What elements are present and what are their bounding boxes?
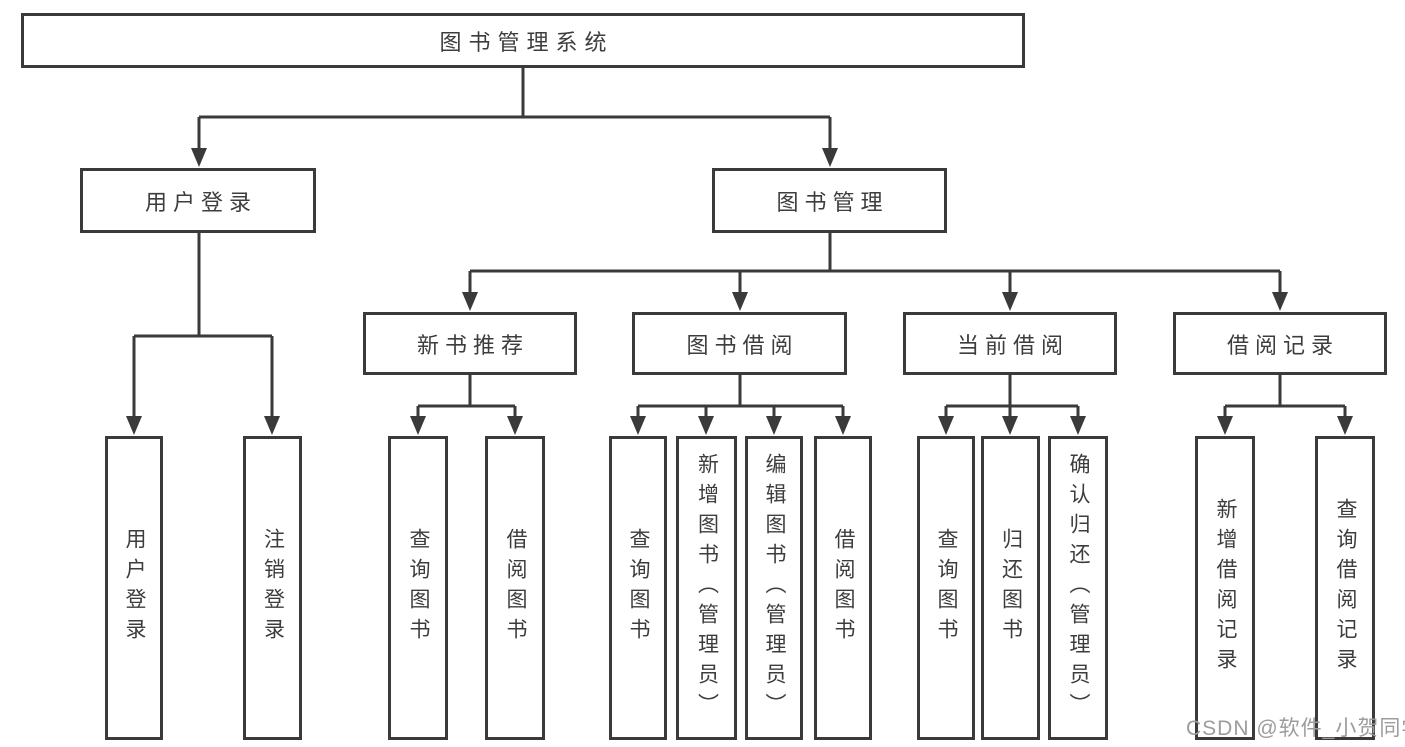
- leaf-query-books-recommend: 查询图书: [388, 436, 448, 740]
- node-book-management: 图书管理: [712, 168, 947, 233]
- connector-book-borrow-branch: [636, 375, 845, 418]
- leaf-confirm-return-admin: 确认归还（管理员）: [1048, 436, 1108, 740]
- leaf-label: 借阅图书: [504, 528, 527, 648]
- leaf-label: 新增图书（管理员）: [695, 453, 719, 723]
- leaf-edit-book-admin: 编辑图书（管理员）: [745, 436, 803, 740]
- node-label: 借阅记录: [1226, 332, 1339, 358]
- node-label: 图书借阅: [686, 332, 799, 358]
- leaf-label: 归还图书: [999, 528, 1023, 648]
- leaf-add-book-admin: 新增图书（管理员）: [676, 436, 737, 740]
- connector-borrow-record-branch: [1223, 375, 1347, 418]
- connector-root-to-level2: [197, 68, 832, 150]
- leaf-label: 借阅图书: [832, 528, 855, 648]
- leaf-return-books: 归还图书: [981, 436, 1040, 740]
- connector-current-borrow-branch: [944, 375, 1080, 418]
- node-borrowing-records: 借阅记录: [1173, 312, 1387, 375]
- leaf-label: 注销登录: [261, 528, 285, 648]
- connector-book-management-branch: [468, 233, 1282, 294]
- node-label: 图书管理系统: [439, 29, 614, 55]
- node-current-borrowing: 当前借阅: [903, 312, 1117, 375]
- leaf-logout: 注销登录: [243, 436, 302, 740]
- csdn-watermark: CSDN @软件_小贺同学: [1186, 717, 1405, 740]
- connector-new-book-branch: [416, 375, 517, 418]
- leaf-add-borrow-record: 新增借阅记录: [1195, 436, 1255, 740]
- node-label: 用户登录: [144, 189, 257, 215]
- leaf-label: 查询借阅记录: [1334, 498, 1357, 678]
- leaf-borrow-books-borrowing: 借阅图书: [814, 436, 872, 740]
- node-label: 当前借阅: [956, 332, 1069, 358]
- node-library-management-system: 图书管理系统: [21, 13, 1025, 68]
- leaf-label: 新增借阅记录: [1214, 498, 1237, 678]
- leaf-borrow-books-recommend: 借阅图书: [485, 436, 545, 740]
- leaf-label: 查询图书: [407, 528, 430, 648]
- leaf-label: 查询图书: [627, 528, 650, 648]
- leaf-label: 确认归还（管理员）: [1067, 453, 1090, 723]
- leaf-user-login: 用户登录: [105, 436, 163, 740]
- leaf-query-books-borrowing: 查询图书: [609, 436, 667, 740]
- leaf-query-borrow-record: 查询借阅记录: [1315, 436, 1375, 740]
- node-new-book-recommendation: 新书推荐: [363, 312, 577, 375]
- node-label: 新书推荐: [416, 332, 529, 358]
- connector-user-login-branch: [132, 232, 274, 418]
- leaf-query-books-current: 查询图书: [917, 436, 975, 740]
- leaf-label: 查询图书: [935, 528, 958, 648]
- leaf-label: 用户登录: [123, 528, 146, 648]
- node-user-login: 用户登录: [80, 168, 316, 233]
- leaf-label: 编辑图书（管理员）: [763, 453, 786, 723]
- node-book-borrowing: 图书借阅: [632, 312, 847, 375]
- node-label: 图书管理: [776, 189, 889, 215]
